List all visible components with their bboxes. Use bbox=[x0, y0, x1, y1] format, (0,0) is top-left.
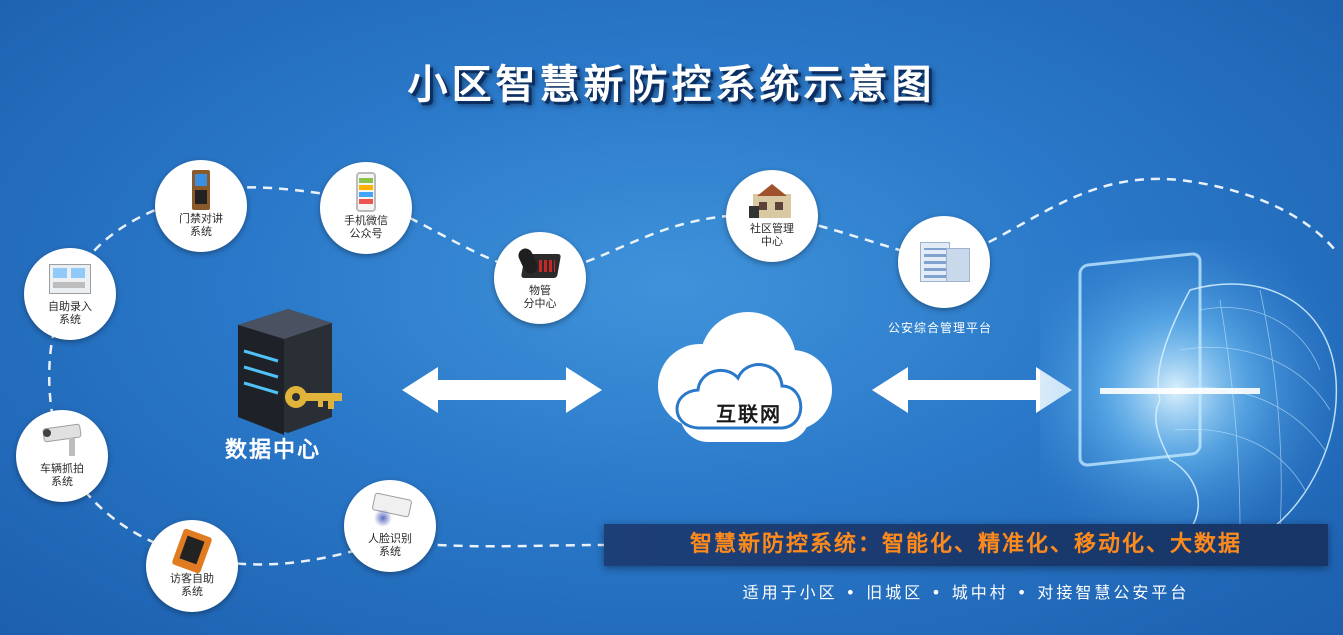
internet-label: 互联网 bbox=[716, 402, 782, 426]
applicability-text: 适用于小区 • 旧城区 • 城中村 • 对接智慧公安平台 bbox=[742, 583, 1190, 602]
data-center-label: 数据中心 bbox=[225, 438, 322, 463]
node-label: 手机微信 公众号 bbox=[344, 214, 388, 240]
kiosk-panel-icon bbox=[47, 258, 93, 298]
building-icon bbox=[749, 180, 795, 220]
office-building-icon bbox=[916, 234, 972, 286]
node-community-center: 社区管理 中心 bbox=[726, 170, 818, 262]
node-mobile-wechat: 手机微信 公众号 bbox=[320, 162, 412, 254]
node-property-subcenter: 物管 分中心 bbox=[494, 232, 586, 324]
double-arrow-left bbox=[402, 367, 602, 413]
node-vehicle-capture: 车辆抓拍 系统 bbox=[16, 410, 108, 502]
door-intercom-icon bbox=[178, 170, 224, 210]
face-scan-icon bbox=[1040, 240, 1343, 540]
node-door-intercom: 门禁对讲 系统 bbox=[155, 160, 247, 252]
node-face-recognition: 人脸识别 系统 bbox=[344, 480, 436, 572]
node-label: 门禁对讲 系统 bbox=[179, 212, 223, 238]
face-camera-icon bbox=[367, 490, 413, 530]
double-arrow-right bbox=[872, 367, 1072, 413]
node-visitor-self-service: 访客自助 系统 bbox=[146, 520, 238, 612]
node-label: 自助录入 系统 bbox=[48, 300, 92, 326]
police-platform-label: 公安综合管理平台 bbox=[888, 321, 993, 335]
visitor-terminal-icon bbox=[169, 528, 215, 574]
smartphone-icon bbox=[343, 172, 389, 212]
server-key-icon bbox=[238, 309, 342, 435]
cloud-icon bbox=[658, 312, 832, 442]
node-self-entry: 自助录入 系统 bbox=[24, 248, 116, 340]
node-label: 人脸识别 系统 bbox=[368, 532, 412, 558]
node-label: 访客自助 系统 bbox=[170, 572, 214, 598]
node-label: 车辆抓拍 系统 bbox=[40, 462, 84, 488]
telephone-icon bbox=[516, 242, 563, 282]
page-title: 小区智慧新防控系统示意图 bbox=[407, 62, 936, 108]
node-label: 物管 分中心 bbox=[523, 284, 557, 310]
slogan-banner: 智慧新防控系统：智能化、精准化、移动化、大数据 bbox=[604, 524, 1328, 566]
node-label: 社区管理 中心 bbox=[750, 222, 794, 248]
node-police-platform bbox=[898, 216, 990, 308]
cctv-camera-icon bbox=[39, 420, 85, 460]
slogan-text: 智慧新防控系统：智能化、精准化、移动化、大数据 bbox=[689, 532, 1242, 557]
